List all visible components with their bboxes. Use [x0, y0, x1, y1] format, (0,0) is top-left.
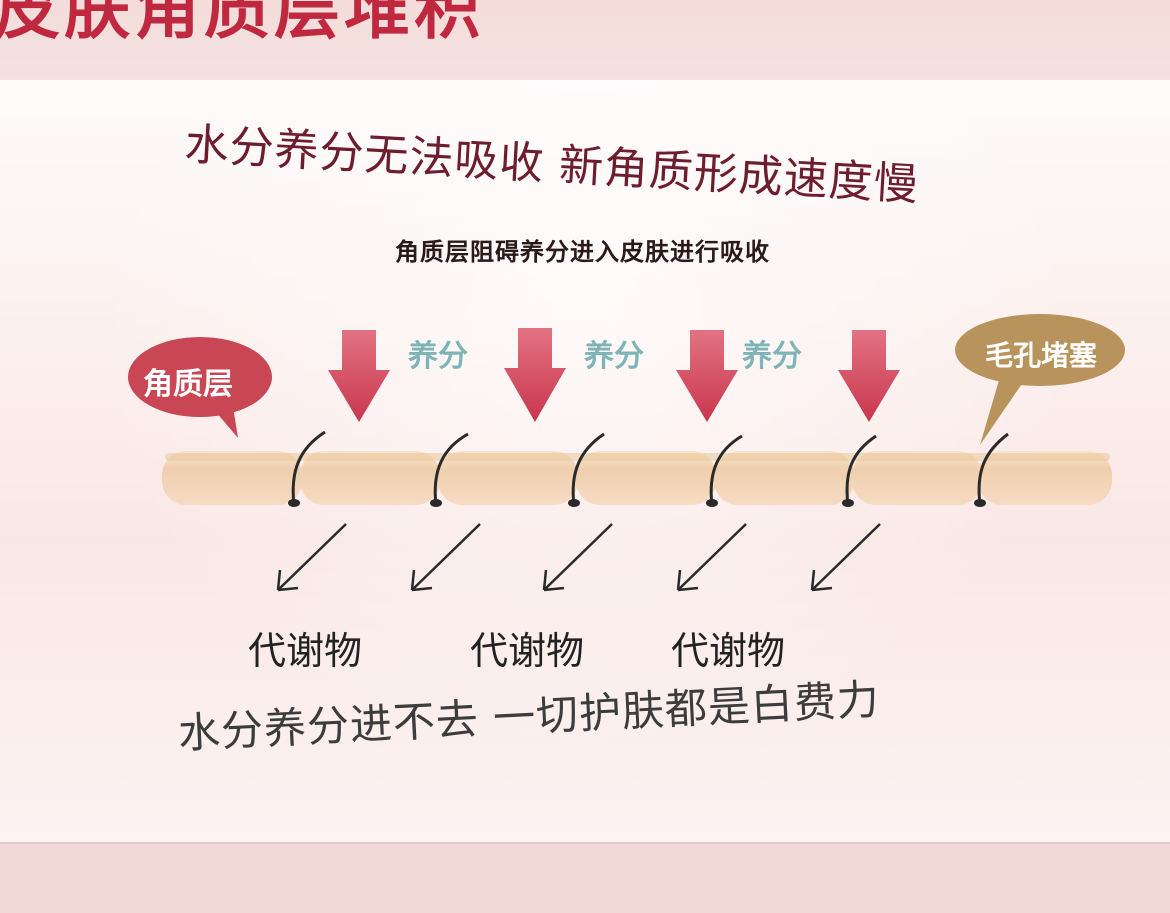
pore-clogged-label: 毛孔堵塞 — [985, 339, 1098, 372]
pore-clogged-callout — [955, 314, 1125, 445]
skin-cell — [576, 451, 716, 505]
hair-follicle — [842, 499, 854, 507]
metabolite-label: 代谢物 — [470, 629, 585, 673]
skin-cell — [300, 451, 440, 505]
hair-strand — [977, 432, 1009, 506]
nutrient-label: 养分 — [584, 339, 644, 374]
down-arrow-icon — [676, 330, 738, 422]
hair-strand — [571, 432, 605, 506]
hair-follicle — [706, 499, 718, 507]
metabolite-arrows — [276, 523, 881, 592]
hair-strands — [291, 430, 1009, 506]
hair-follicle — [974, 499, 986, 507]
hair-strand — [291, 430, 326, 506]
skin-cell — [852, 451, 982, 505]
bottom-band — [0, 842, 1170, 913]
top-header-band: 皮肤角质层堆积 — [0, 0, 1170, 80]
hair-follicle — [288, 499, 300, 507]
keratin-layer-line — [165, 453, 1110, 461]
hair-strand — [433, 432, 469, 506]
diagonal-arrow-icon — [676, 523, 747, 592]
skin-cell — [714, 451, 854, 505]
callout-bubble-gold — [955, 314, 1125, 386]
diagonal-arrow-icon — [410, 523, 481, 592]
diagram-subtitle: 角质层阻碍养分进入皮肤进行吸收 — [395, 238, 770, 266]
hair-follicle — [430, 499, 442, 507]
diagonal-arrow-icon — [276, 523, 347, 592]
stratum-corneum-label: 角质层 — [143, 367, 233, 402]
nutrient-label: 养分 — [742, 339, 802, 374]
hair-strand — [709, 434, 743, 506]
metabolite-label: 代谢物 — [248, 629, 363, 673]
stratum-corneum-callout — [128, 337, 272, 438]
down-arrow-icon — [328, 330, 390, 422]
skin-cell — [438, 451, 578, 505]
skin-cell — [978, 451, 1112, 505]
diagonal-arrow-icon — [542, 523, 613, 592]
down-arrow-icon — [838, 330, 900, 422]
skin-cell — [162, 451, 302, 505]
callout-bubble-red — [128, 337, 272, 417]
down-arrow-icon — [504, 328, 566, 422]
hair-follicle — [568, 499, 580, 507]
skin-layer — [162, 451, 1112, 505]
nutrient-blocked-arrows — [328, 328, 900, 422]
nutrient-label: 养分 — [408, 339, 468, 374]
page-title-partial: 皮肤角质层堆积 — [0, 0, 484, 48]
metabolite-label: 代谢物 — [671, 629, 786, 673]
diagonal-arrow-icon — [810, 523, 881, 592]
hair-strand — [845, 434, 877, 506]
